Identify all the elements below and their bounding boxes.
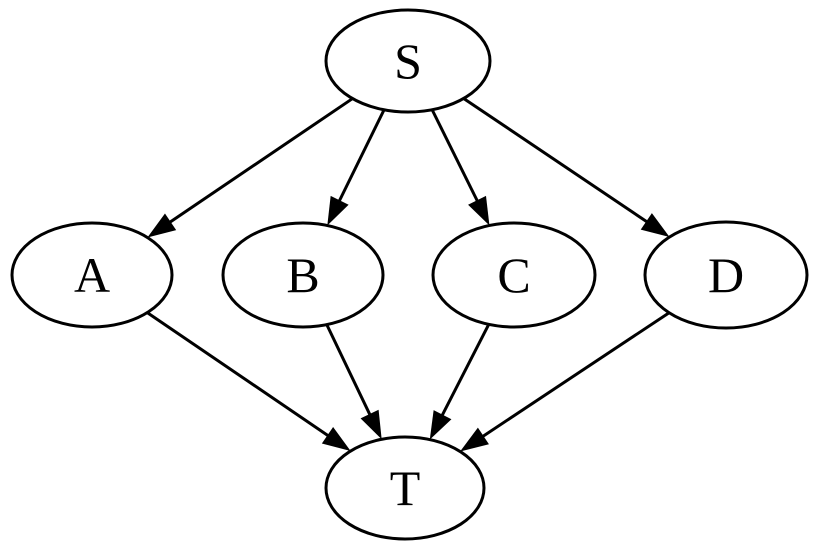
node-ellipse-T <box>324 435 486 541</box>
graph-node-D: D <box>643 220 809 330</box>
edge-line-C-T <box>440 323 491 418</box>
node-ellipse-S <box>324 8 492 114</box>
node-ellipse-D <box>643 220 809 330</box>
graph-node-A: A <box>10 221 174 329</box>
arrowhead-icon <box>468 195 490 226</box>
graph-node-C: C <box>431 221 597 329</box>
graph-edge-B-T <box>325 324 382 440</box>
arrowhead-icon <box>429 410 452 440</box>
node-label-S: S <box>394 33 422 89</box>
edge-line-D-T <box>480 311 670 439</box>
node-label-C: C <box>497 247 530 303</box>
graph-edge-S-B <box>327 109 386 226</box>
graph-edge-D-T <box>460 311 670 452</box>
edge-line-S-A <box>168 97 354 225</box>
graph-edge-S-C <box>430 109 490 226</box>
edge-line-A-T <box>146 311 330 438</box>
graph-node-B: B <box>221 221 385 329</box>
graph-edge-S-D <box>462 97 670 238</box>
arrowhead-icon <box>321 426 351 452</box>
arrowhead-icon <box>360 409 382 440</box>
graph-node-S: S <box>324 8 492 114</box>
node-label-D: D <box>708 247 744 303</box>
node-label-T: T <box>390 460 421 516</box>
edge-line-S-B <box>337 109 386 203</box>
arrowhead-icon <box>460 427 489 452</box>
graph-edge-C-T <box>429 323 491 440</box>
arrowhead-icon <box>147 213 177 238</box>
node-label-B: B <box>286 247 319 303</box>
node-ellipse-C <box>431 221 597 329</box>
node-label-A: A <box>74 247 110 303</box>
node-ellipse-A <box>10 221 174 329</box>
edge-line-S-C <box>430 109 480 203</box>
graph-node-T: T <box>324 435 486 541</box>
edge-line-B-T <box>325 324 372 417</box>
graph-edge-A-T <box>146 311 351 452</box>
edge-line-S-D <box>462 97 649 224</box>
graph-edge-S-A <box>147 97 354 238</box>
arrowhead-icon <box>640 213 670 238</box>
node-ellipse-B <box>221 221 385 329</box>
arrowhead-icon <box>327 195 349 226</box>
